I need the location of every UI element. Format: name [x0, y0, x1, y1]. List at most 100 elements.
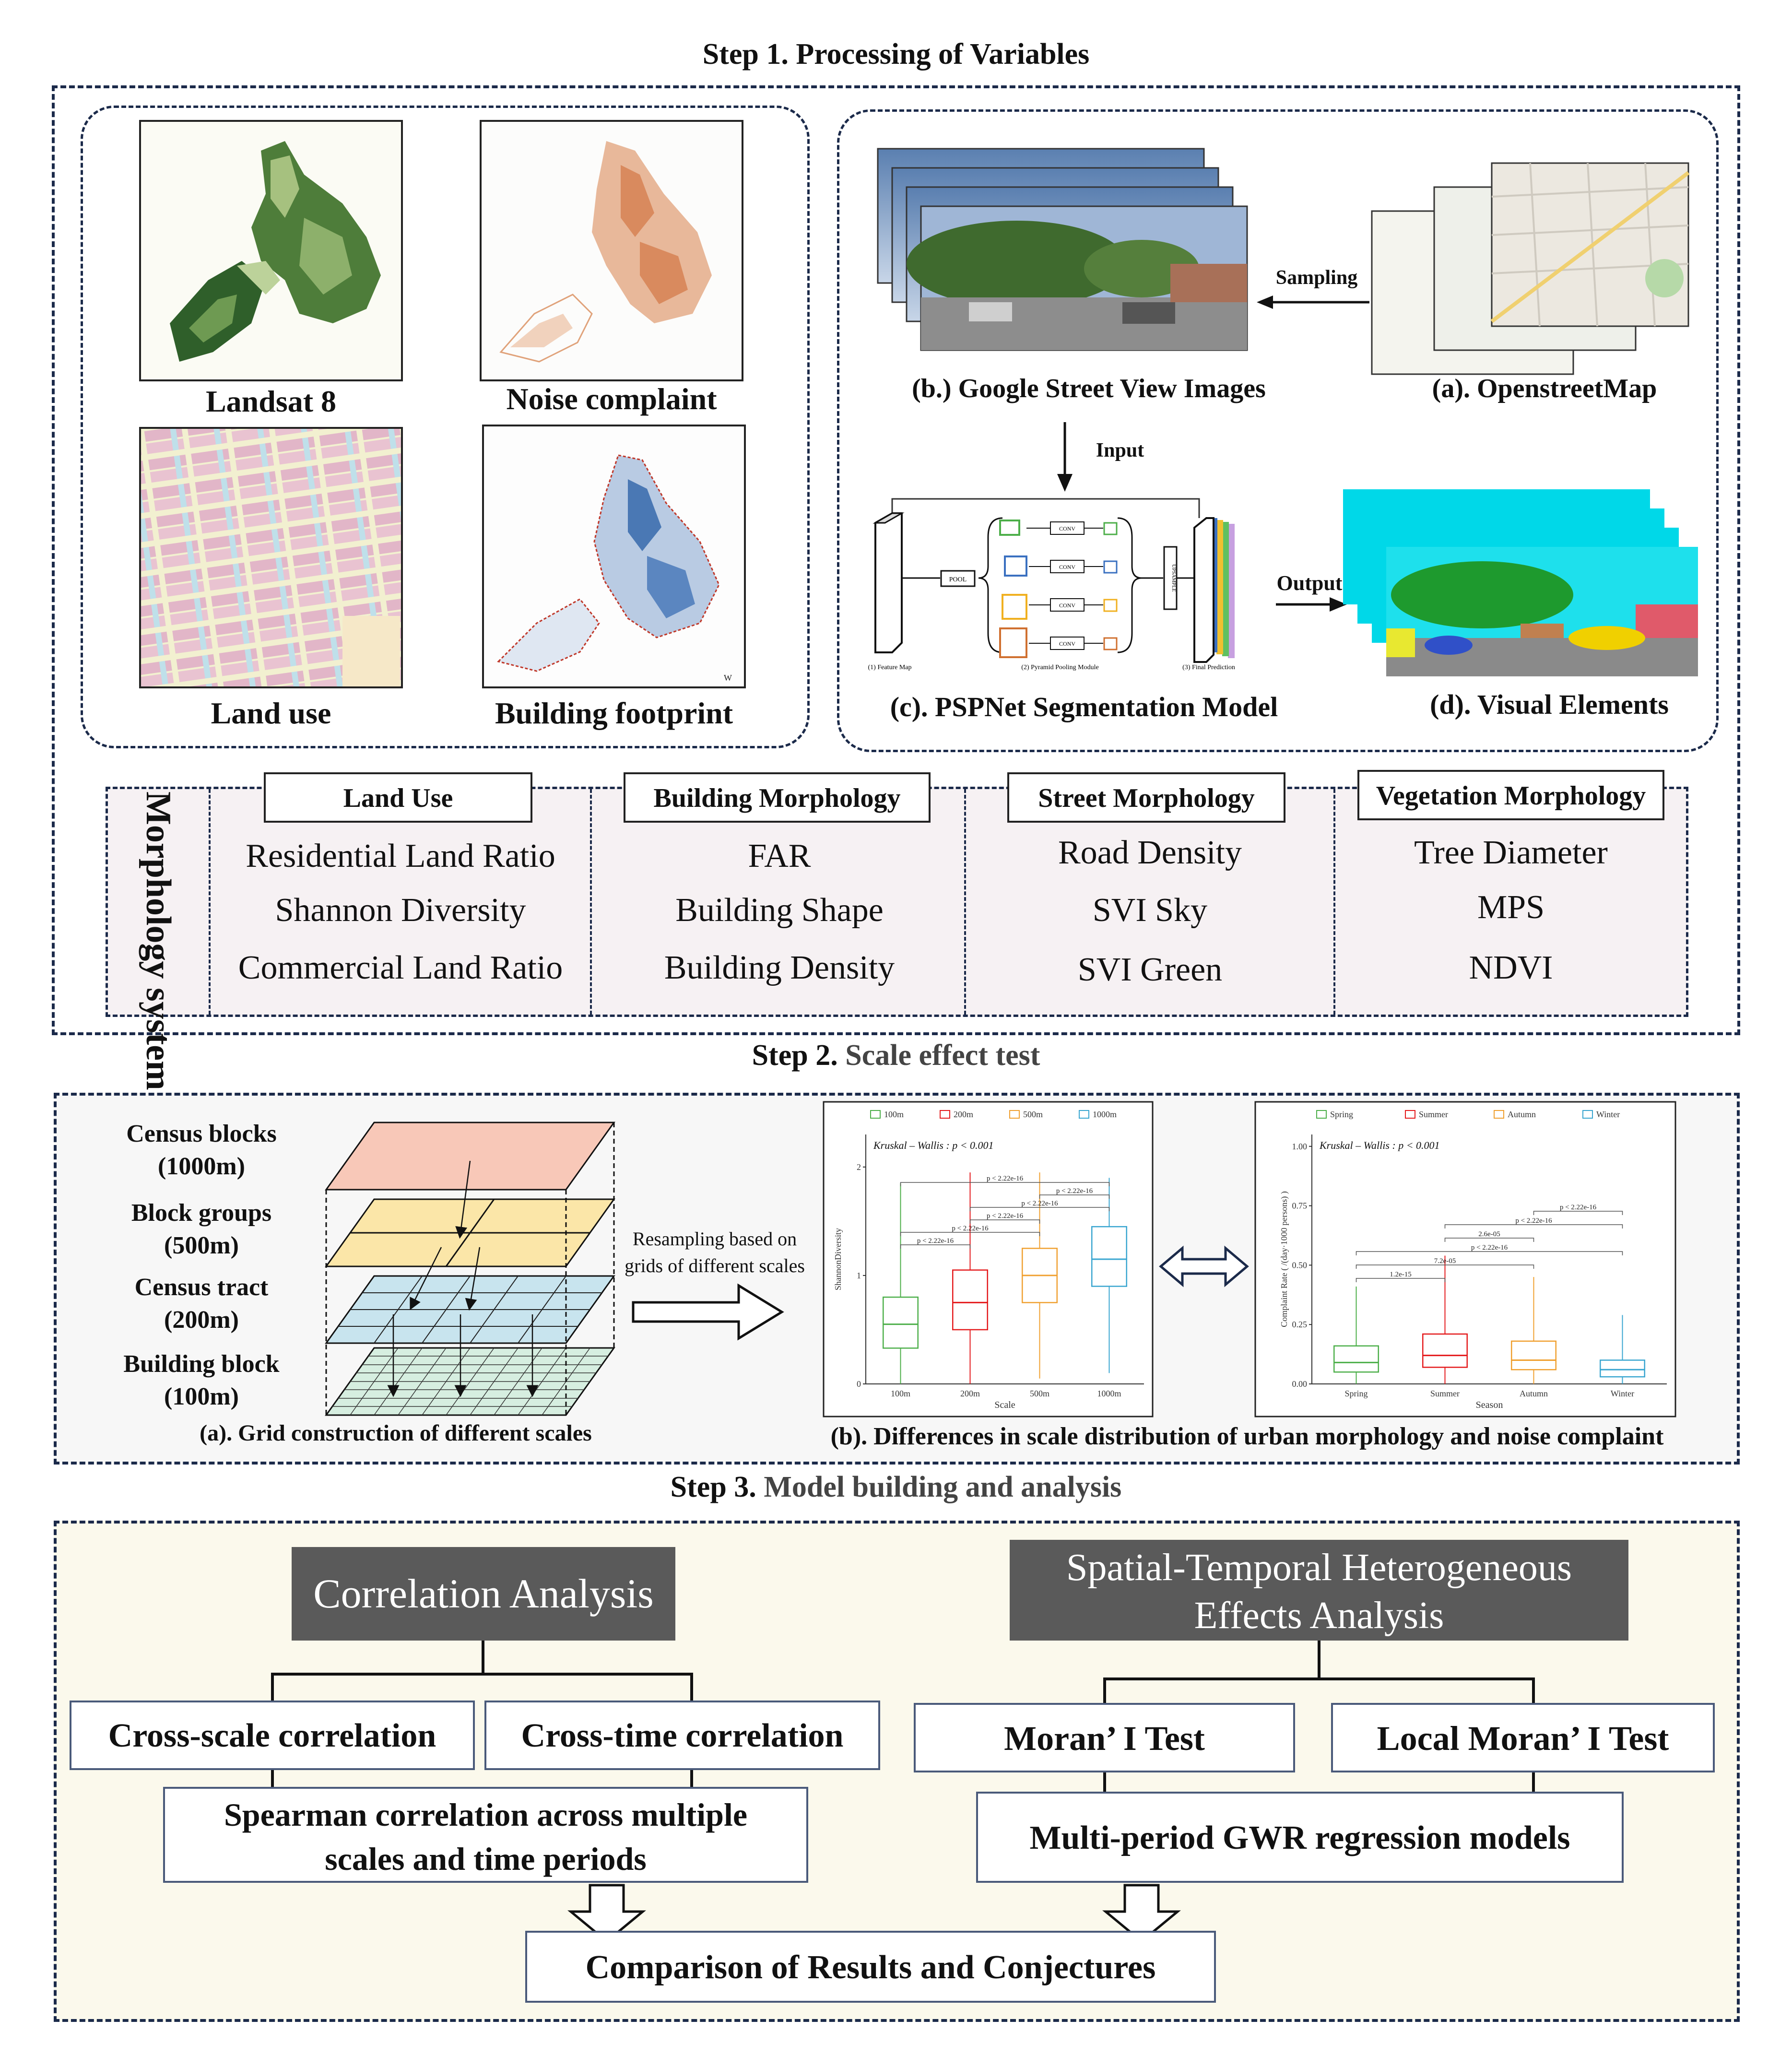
visual-elements: [1343, 489, 1698, 676]
cross-scale-box: Cross-scale correlation: [70, 1701, 475, 1770]
grid-label-scale: (200m): [164, 1306, 239, 1334]
significance-label: p < 2.22e-16: [952, 1225, 989, 1232]
connector: [690, 1673, 693, 1701]
x-tick-label: Summer: [1430, 1389, 1460, 1398]
svg-text:W: W: [724, 673, 732, 683]
step3-title-rest: Model building and analysis: [756, 1471, 1122, 1503]
upsample-label: UPSAMPLE: [1171, 564, 1177, 592]
y-tick-label: 1: [857, 1271, 861, 1280]
connector: [482, 1641, 484, 1674]
significance-label: 7.2e-05: [1434, 1257, 1456, 1265]
significance-label: p < 2.22e-16: [1515, 1217, 1552, 1225]
morphology-system-label: Morphology system: [139, 791, 178, 1090]
grid-construction: [325, 1122, 615, 1416]
legend-swatch: [940, 1110, 950, 1119]
land-use-item: Residential Land Ratio: [246, 838, 555, 874]
local-moran-test-box: Local Moran’ I Test: [1331, 1703, 1715, 1772]
significance-label: p < 2.22e-16: [917, 1237, 954, 1245]
y-tick-label: 0.25: [1292, 1320, 1308, 1329]
vegetation-morphology-item: NDVI: [1469, 949, 1553, 986]
spearman-line: Spearman correlation across multiple: [224, 1796, 748, 1833]
resampling-line: grids of different scales: [625, 1255, 805, 1276]
divider: [964, 789, 968, 1015]
grid-label-scale: (1000m): [158, 1153, 245, 1180]
land-use-item: Commercial Land Ratio: [238, 949, 563, 986]
x-axis-title: Scale: [994, 1400, 1015, 1410]
legend-label: 500m: [1023, 1110, 1043, 1119]
correlation-analysis-box: Correlation Analysis: [292, 1547, 675, 1641]
significance-bracket: [1356, 1251, 1623, 1255]
landsat-map: [139, 120, 403, 381]
connector: [1532, 1772, 1535, 1796]
final-prediction-label: (3) Final Prediction: [1182, 664, 1235, 671]
significance-label: p < 2.22e-16: [1021, 1200, 1058, 1207]
significance-bracket: [1444, 1224, 1623, 1228]
significance-bracket: [900, 1244, 971, 1249]
grid-label-building-block: Building block(100m): [86, 1348, 317, 1413]
conv-label-3: CONV: [1059, 602, 1075, 609]
sampling-label: Sampling: [1275, 267, 1358, 289]
box-body: [883, 1296, 919, 1349]
connector: [1103, 1677, 1106, 1706]
pool-label: POOL: [949, 576, 967, 583]
y-tick-label: 2: [857, 1162, 861, 1172]
caption-diff: (b). Differences in scale distribution o…: [830, 1423, 1664, 1450]
x-axis-title: Season: [1476, 1400, 1503, 1410]
caption-landuse: Land use: [211, 696, 331, 730]
spearman-line: scales and time periods: [325, 1841, 647, 1877]
caption-landsat: Landsat 8: [205, 384, 337, 418]
significance-bracket: [969, 1207, 1110, 1211]
pyramid-label: (2) Pyramid Pooling Module: [1021, 664, 1098, 671]
box-body: [1422, 1333, 1468, 1368]
significance-bracket: [900, 1232, 1040, 1236]
connector: [271, 1673, 274, 1701]
data-sources-group: [81, 106, 810, 748]
building-morphology-item: Building Shape: [675, 892, 884, 929]
connector: [1532, 1677, 1535, 1706]
legend-swatch: [1582, 1110, 1593, 1119]
spatial-line: Effects Analysis: [1194, 1595, 1444, 1637]
conv-label-1: CONV: [1059, 525, 1075, 532]
caption-visual: (d). Visual Elements: [1430, 689, 1669, 720]
connector: [1103, 1772, 1106, 1796]
step2-title-rest: Scale effect test: [837, 1039, 1040, 1072]
significance-label: p < 2.22e-16: [987, 1175, 1024, 1182]
grid-label-census-blocks: Census blocks (1000m): [86, 1118, 317, 1183]
divider: [590, 789, 594, 1015]
cross-time-box: Cross-time correlation: [484, 1701, 880, 1770]
grid-label-name: Block groups: [131, 1199, 272, 1227]
land-use-title: Land Use: [264, 772, 532, 823]
building-morphology-title: Building Morphology: [624, 772, 931, 823]
connector: [690, 1770, 693, 1794]
box-body: [1600, 1359, 1645, 1378]
y-tick-label: 1.00: [1292, 1142, 1308, 1151]
legend-swatch: [870, 1110, 881, 1119]
step1-frame: [52, 85, 1740, 1035]
y-axis-title: ShannonDiversity: [833, 1228, 843, 1290]
grid-label-name: Census blocks: [126, 1120, 277, 1147]
grid-label-scale: (100m): [164, 1383, 239, 1410]
significance-bracket: [1533, 1211, 1623, 1215]
caption-building: Building footprint: [495, 696, 733, 730]
input-label: Input: [1096, 439, 1144, 461]
x-tick-label: Spring: [1344, 1389, 1368, 1398]
x-tick-label: Winter: [1611, 1389, 1634, 1398]
kruskal-wallis-label: Kruskal – Wallis : p < 0.001: [1319, 1139, 1440, 1151]
vegetation-morphology-item: MPS: [1477, 889, 1545, 926]
down-arrow-left: [567, 1884, 646, 1943]
x-tick-label: 500m: [1030, 1389, 1049, 1398]
y-axis-title: Complaint Rate ( /(day·1000 persons) ): [1279, 1191, 1289, 1327]
grid-label-name: Census tract: [134, 1274, 269, 1301]
morphology-label-wrap: Morphology system: [108, 789, 209, 1090]
bidirectional-arrow: [1159, 1245, 1249, 1287]
legend-swatch: [1009, 1110, 1020, 1119]
vegetation-morphology-item: Tree Diameter: [1414, 834, 1608, 871]
building-morphology-item: FAR: [748, 838, 811, 874]
legend-label: Autumn: [1508, 1110, 1536, 1119]
conv-label-2: CONV: [1059, 564, 1075, 570]
moran-test-box: Moran’ I Test: [914, 1703, 1295, 1772]
